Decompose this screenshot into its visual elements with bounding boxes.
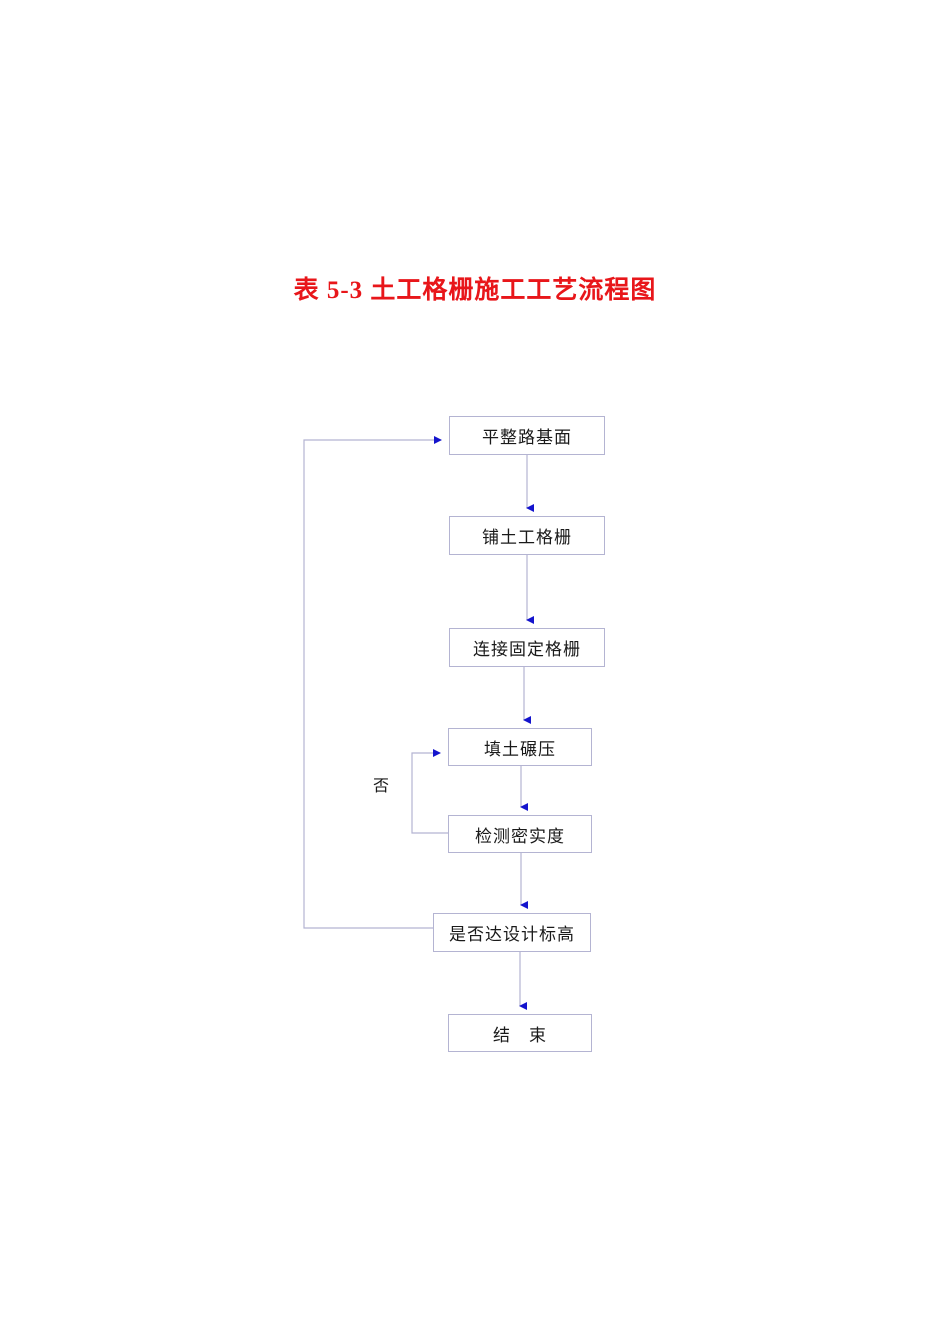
page-title: 表 5-3 土工格栅施工工艺流程图: [293, 277, 657, 304]
flow-node-test-density[interactable]: 检测密实度: [448, 815, 592, 853]
flow-node-label: 结 束: [493, 1025, 547, 1045]
flow-node-label: 平整路基面: [482, 428, 572, 447]
branch-label-no: 否: [373, 778, 390, 795]
flow-node-connect-fix-geogrid[interactable]: 连接固定格栅: [449, 628, 605, 667]
flow-node-level-subgrade[interactable]: 平整路基面: [449, 416, 605, 455]
flow-node-label: 检测密实度: [475, 826, 565, 846]
flow-node-label: 铺土工格栅: [482, 528, 572, 547]
flow-node-label: 连接固定格栅: [473, 640, 581, 659]
flow-node-lay-geogrid[interactable]: 铺土工格栅: [449, 516, 605, 555]
edge-loop-outer: [303, 436, 442, 929]
flow-node-fill-and-compact[interactable]: 填土碾压: [448, 728, 592, 766]
flow-node-end[interactable]: 结 束: [448, 1014, 592, 1052]
flow-node-label: 是否达设计标高: [449, 925, 575, 944]
flow-node-label: 填土碾压: [484, 739, 556, 759]
edge-loop-inner-no: [411, 749, 448, 834]
flow-node-check-design-elevation[interactable]: 是否达设计标高: [433, 913, 591, 952]
